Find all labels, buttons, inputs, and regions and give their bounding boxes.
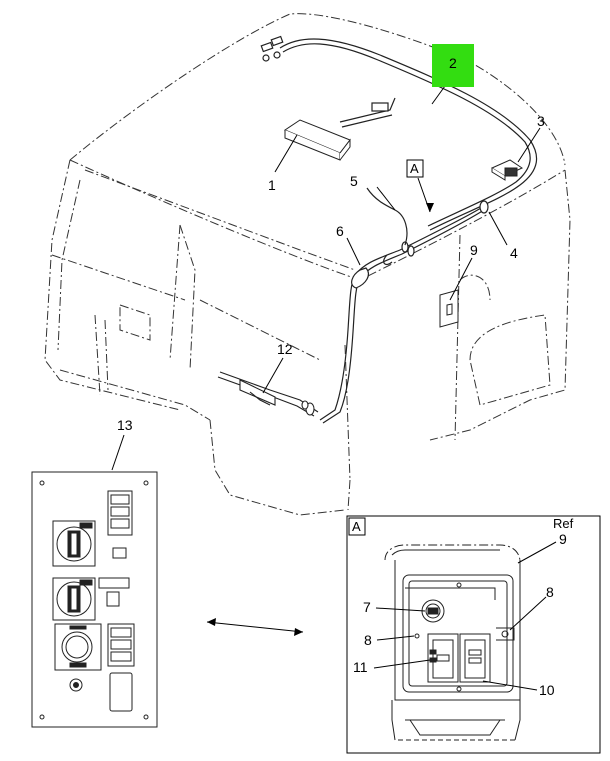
view-a-box — [406, 159, 424, 178]
cab-outline — [44, 13, 571, 516]
ref-label: Ref — [553, 516, 574, 531]
part-1-lamp — [283, 119, 351, 161]
detail-a-drawing — [384, 544, 521, 741]
callout-2[interactable]: 2 — [449, 55, 457, 71]
detail-callout-11: 11 — [353, 659, 368, 675]
pillar-harness — [319, 187, 489, 424]
double-arrow — [207, 618, 303, 636]
callout-13: 13 — [117, 417, 133, 433]
part-9-panel — [439, 289, 459, 328]
detail-callout-9: 9 — [559, 531, 567, 547]
callout-5: 5 — [350, 173, 358, 189]
part-12-harness — [217, 371, 319, 417]
detail-a-letter: A — [352, 519, 361, 534]
callout-1: 1 — [268, 177, 276, 193]
detail-callout-10: 10 — [539, 682, 555, 698]
callout-12: 12 — [277, 341, 293, 357]
detail-callout-8-left: 8 — [364, 632, 372, 648]
view-a-arrowhead — [426, 203, 434, 212]
callout-6: 6 — [336, 223, 344, 239]
detail-callout-8-right: 8 — [546, 584, 554, 600]
callout-4: 4 — [510, 245, 518, 261]
main-leader-lines — [111, 85, 541, 633]
roof-harness — [260, 35, 538, 231]
detail-a-box — [348, 517, 366, 536]
view-a-letter: A — [410, 161, 419, 176]
detail-callout-7: 7 — [363, 599, 371, 615]
callout-9: 9 — [470, 242, 478, 258]
part-3-connector — [490, 159, 524, 181]
detail-leader-lines — [373, 541, 557, 691]
callout-3: 3 — [537, 113, 545, 129]
panel-13 — [31, 471, 158, 728]
callout-2-highlight[interactable] — [432, 44, 474, 87]
